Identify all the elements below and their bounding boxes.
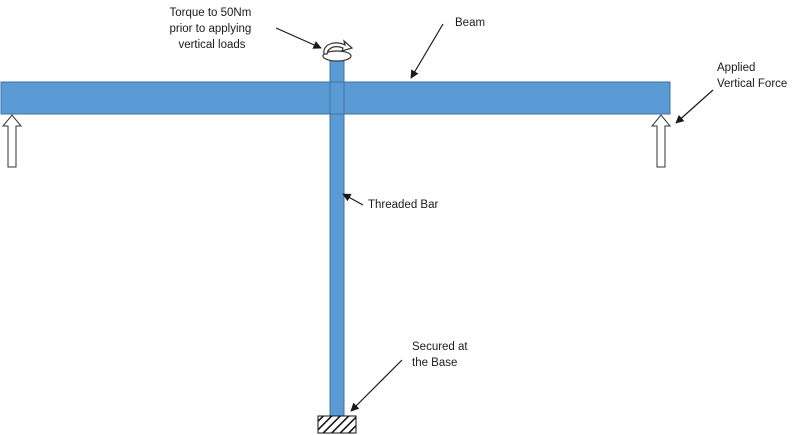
threaded-bar-leader-line [342, 193, 364, 206]
torque-rotation-icon [322, 39, 354, 62]
left-support-arrow-icon [1, 114, 23, 168]
secured-label: Secured at the Base [412, 341, 471, 369]
applied-force-leader-line [675, 89, 714, 124]
threaded-bar-label: Threaded Bar [368, 199, 438, 211]
secured-leader-line [350, 359, 403, 412]
applied-force-label: Applied Vertical Force [717, 62, 787, 90]
right-support-arrow-icon [650, 114, 672, 168]
torque-leader-line [275, 27, 322, 49]
threaded-bar-through-beam [329, 81, 345, 115]
torque-label: Torque to 50Nm prior to applying vertica… [169, 7, 254, 51]
base-mount [317, 415, 357, 434]
beam-label: Beam [455, 17, 485, 29]
beam-leader-line [410, 23, 444, 79]
